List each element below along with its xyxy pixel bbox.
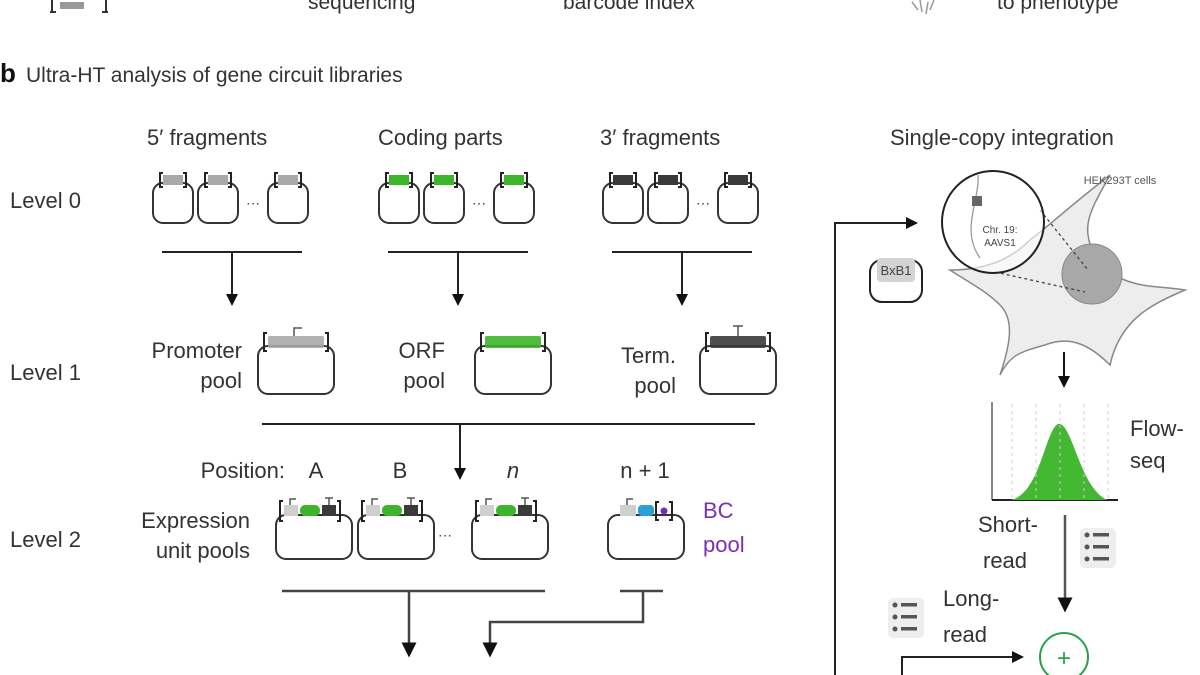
ellipsis-icon: ⋯ (472, 195, 486, 211)
hek293t-cell: HEK293T cells (947, 174, 1188, 376)
ellipsis-icon: ⋯ (696, 195, 710, 211)
long-read-arrow (901, 651, 1024, 675)
level-0-connectors (162, 251, 752, 306)
short-read-list-icon (1080, 528, 1116, 568)
expression-unit-plasmid-n (471, 497, 549, 560)
promoter-pool-label-line2: pool (200, 368, 242, 393)
column-header-5prime: 5′ fragments (147, 125, 267, 150)
level-0-label: Level 0 (10, 188, 81, 213)
position-label: Position: (201, 458, 285, 483)
panel-title: Ultra-HT analysis of gene circuit librar… (26, 64, 403, 87)
flow-seq-histogram (991, 402, 1118, 501)
flow-seq-label-line1: Flow- (1130, 416, 1184, 441)
terminator-pool-plasmid (699, 325, 777, 395)
integrated-cassette-icon (972, 196, 982, 206)
combine-icon: + (1057, 645, 1071, 672)
long-read-label-line1: Long- (943, 586, 999, 611)
long-read-list-icon (888, 598, 924, 638)
promoter-pool-plasmid (257, 327, 335, 395)
coding-part-plasmid (493, 172, 535, 224)
column-header-3prime: 3′ fragments (600, 125, 720, 150)
top-strip: sequencing barcode index to phenotype (50, 0, 1118, 15)
3prime-fragment-plasmid (602, 172, 644, 224)
5prime-fragment-plasmid (267, 172, 309, 224)
locus-label-line2: AAVS1 (984, 238, 1016, 249)
plasmid-part-icon (50, 0, 108, 13)
locus-label-line1: Chr. 19: (982, 225, 1017, 236)
expression-pool-label-line1: Expression (141, 508, 250, 533)
coding-part-plasmid (423, 172, 465, 224)
bxb1-plasmid: BxB1 (869, 258, 923, 303)
position-n: n (507, 458, 519, 483)
coding-part-plasmid (378, 172, 420, 224)
combine-node: + (1039, 632, 1089, 675)
term-pool-label-line1: Term. (621, 343, 676, 368)
barcode-plasmid (607, 498, 685, 560)
3prime-fragment-plasmid (717, 172, 759, 224)
5prime-fragment-plasmid (197, 172, 239, 224)
integration-title: Single-copy integration (890, 125, 1114, 150)
column-header-coding: Coding parts (378, 125, 503, 150)
level-2-label: Level 2 (10, 527, 81, 552)
expression-pool-label-line2: unit pools (156, 538, 250, 563)
5prime-fragment-plasmid (152, 172, 194, 224)
panel-letter: b (0, 58, 16, 88)
top-label-phenotype: to phenotype (997, 0, 1118, 14)
short-read-label-line2: read (983, 548, 1027, 573)
short-read-label-line1: Short- (978, 512, 1038, 537)
position-a: A (309, 458, 324, 483)
expression-unit-plasmid-b (357, 497, 435, 560)
level-0-plasmids: ⋯ ⋯ ⋯ (152, 172, 759, 224)
expression-unit-plasmid-a (275, 497, 353, 560)
long-read-label-line2: read (943, 622, 987, 647)
locus-zoom-circle: Chr. 19: AAVS1 (941, 170, 1089, 293)
level-2-plasmids: ⋯ (275, 497, 685, 560)
orf-pool-label-line1: ORF (399, 338, 445, 363)
level-1-label: Level 1 (10, 360, 81, 385)
bc-pool-label-line1: BC (703, 498, 734, 523)
position-n-plus-1: n + 1 (620, 458, 670, 483)
bxb1-label: BxB1 (880, 263, 911, 278)
level-2-connectors (282, 589, 663, 658)
promoter-pool-label-line1: Promoter (152, 338, 242, 363)
position-b: B (393, 458, 408, 483)
bc-pool-label-line2: pool (703, 532, 745, 557)
level-1-connectors (262, 423, 755, 480)
top-label-sequencing: sequencing (308, 0, 415, 14)
flow-seq-label-line2: seq (1130, 448, 1165, 473)
orf-pool-plasmid (474, 332, 552, 395)
top-label-barcode-index: barcode index (563, 0, 695, 14)
ellipsis-icon: ⋯ (246, 195, 260, 211)
orf-pool-label-line2: pool (403, 368, 445, 393)
phenotype-icon (911, 0, 935, 15)
level-1-plasmids (257, 325, 777, 395)
ellipsis-icon: ⋯ (438, 527, 452, 543)
term-pool-label-line2: pool (634, 373, 676, 398)
feedback-line (834, 217, 918, 675)
3prime-fragment-plasmid (647, 172, 689, 224)
cell-type-label: HEK293T cells (1084, 175, 1157, 187)
